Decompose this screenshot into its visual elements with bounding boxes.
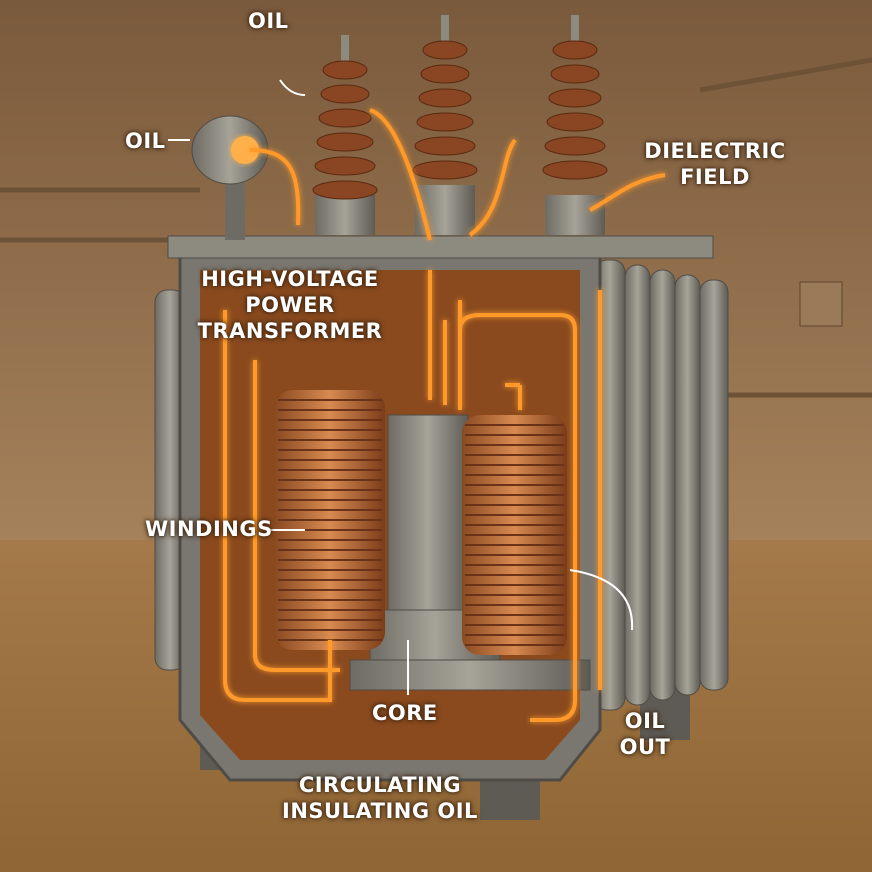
title-line3: TRANSFORMER [197, 319, 383, 343]
label-dielectric-field: DIELECTRIC FIELD [640, 138, 790, 190]
label-oil-out: OIL OUT [615, 708, 675, 760]
label-circulating-line1: CIRCULATING [298, 773, 462, 797]
label-oil-out-line2: OUT [619, 735, 671, 759]
winding-left [275, 390, 385, 650]
wall-pipes [0, 57, 872, 398]
label-core: CORE [372, 701, 438, 725]
winding-right [462, 415, 567, 655]
wall-electrical-box [799, 281, 843, 327]
label-dielectric-line2: FIELD [680, 165, 750, 189]
annotation-arrows [168, 79, 634, 695]
diagram-title: HIGH-VOLTAGE POWER TRANSFORMER [190, 266, 390, 344]
title-line2: POWER [245, 293, 335, 317]
oil-conservator [191, 115, 269, 240]
bushings [312, 15, 608, 235]
label-oil-left: OIL [125, 129, 166, 153]
title-line1: HIGH-VOLTAGE [201, 267, 379, 291]
label-circulating-oil: CIRCULATING INSULATING OIL [270, 772, 490, 824]
label-circulating-line2: INSULATING OIL [282, 799, 478, 823]
radiator-fins [594, 259, 729, 711]
tank-lid [167, 235, 714, 259]
label-oil-top: OIL [248, 9, 289, 33]
label-dielectric-line1: DIELECTRIC [644, 139, 786, 163]
oil-flow-glow [223, 108, 666, 722]
label-oil-out-line1: OIL [624, 709, 666, 733]
label-windings: WINDINGS [145, 517, 273, 541]
